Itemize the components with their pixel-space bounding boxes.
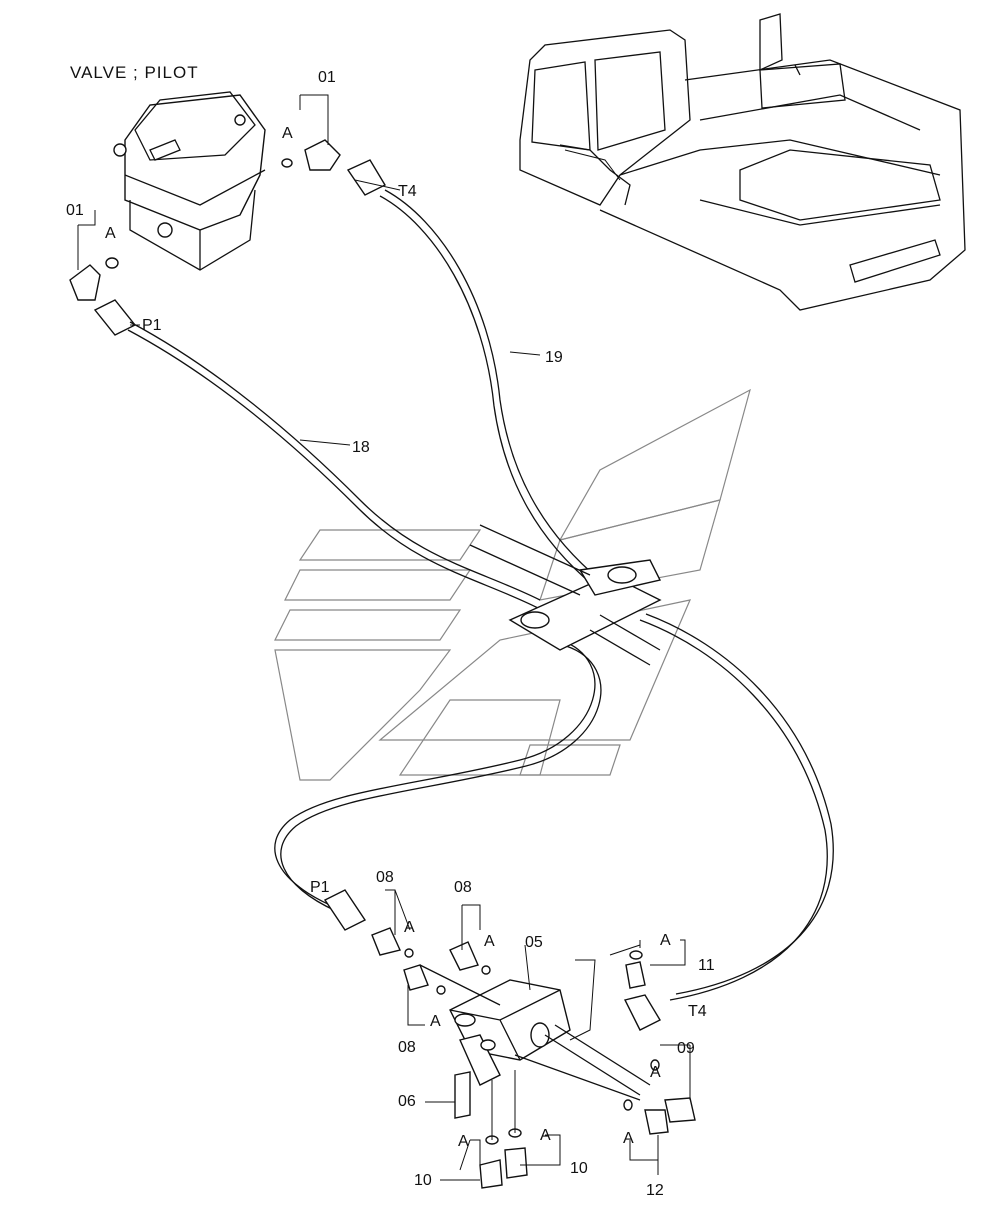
label-08-c: 08 bbox=[398, 1039, 416, 1056]
label-p1-bottom: P1 bbox=[310, 879, 330, 896]
hose-19 bbox=[379, 189, 601, 587]
label-a2: A bbox=[105, 225, 116, 242]
label-a7: A bbox=[650, 1064, 661, 1081]
label-t4-top: T4 bbox=[398, 183, 417, 200]
excavator-overview bbox=[519, 13, 966, 311]
label-a3: A bbox=[404, 919, 415, 936]
hose-lower-right bbox=[639, 613, 834, 1001]
label-08-b: 08 bbox=[454, 879, 472, 896]
label-a5: A bbox=[430, 1013, 441, 1030]
hose-lower-left bbox=[274, 639, 602, 912]
label-a6: A bbox=[660, 932, 671, 949]
label-a10: A bbox=[540, 1127, 551, 1144]
label-t4-bottom: T4 bbox=[688, 1003, 707, 1020]
label-06: 06 bbox=[398, 1093, 416, 1110]
label-a4: A bbox=[484, 933, 495, 950]
valve-block bbox=[419, 964, 651, 1119]
label-05: 05 bbox=[525, 934, 543, 951]
label-10-left: 10 bbox=[414, 1172, 432, 1189]
label-a1: A bbox=[282, 125, 293, 142]
label-08-a: 08 bbox=[376, 869, 394, 886]
label-p1-top: P1 bbox=[142, 317, 162, 334]
label-01-left: 01 bbox=[66, 202, 84, 219]
label-a8: A bbox=[623, 1130, 634, 1147]
leader-lines bbox=[77, 94, 691, 1181]
label-01-top: 01 bbox=[318, 69, 336, 86]
pilot-valve bbox=[113, 91, 266, 271]
watermark-logo bbox=[274, 388, 751, 781]
label-12: 12 bbox=[646, 1182, 664, 1199]
label-09: 09 bbox=[677, 1040, 695, 1057]
fittings-bottom bbox=[323, 889, 696, 1189]
diagram-title: VALVE ; PILOT bbox=[70, 63, 199, 82]
label-a9: A bbox=[458, 1133, 469, 1150]
label-10-right: 10 bbox=[570, 1160, 588, 1177]
label-18: 18 bbox=[352, 439, 370, 456]
label-19: 19 bbox=[545, 349, 563, 366]
clamp-bracket bbox=[469, 524, 662, 666]
hose-18 bbox=[127, 321, 541, 609]
label-11: 11 bbox=[698, 957, 715, 974]
